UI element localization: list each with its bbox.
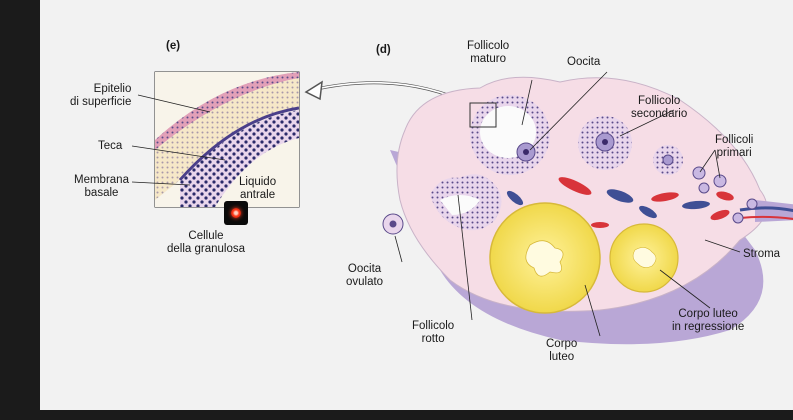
label-teca: Teca: [98, 140, 123, 152]
label-stroma: Stroma: [743, 248, 781, 260]
panel-label-e: (e): [166, 40, 181, 52]
ovary-diagram: [131, 71, 793, 345]
inset-panel-e: [131, 71, 300, 208]
panel-label-d: (d): [376, 44, 391, 56]
leader-lines: [394, 71, 741, 337]
ovary: [382, 76, 793, 345]
label-oocita: Oocita: [567, 56, 601, 68]
record-icon[interactable]: [224, 201, 248, 225]
